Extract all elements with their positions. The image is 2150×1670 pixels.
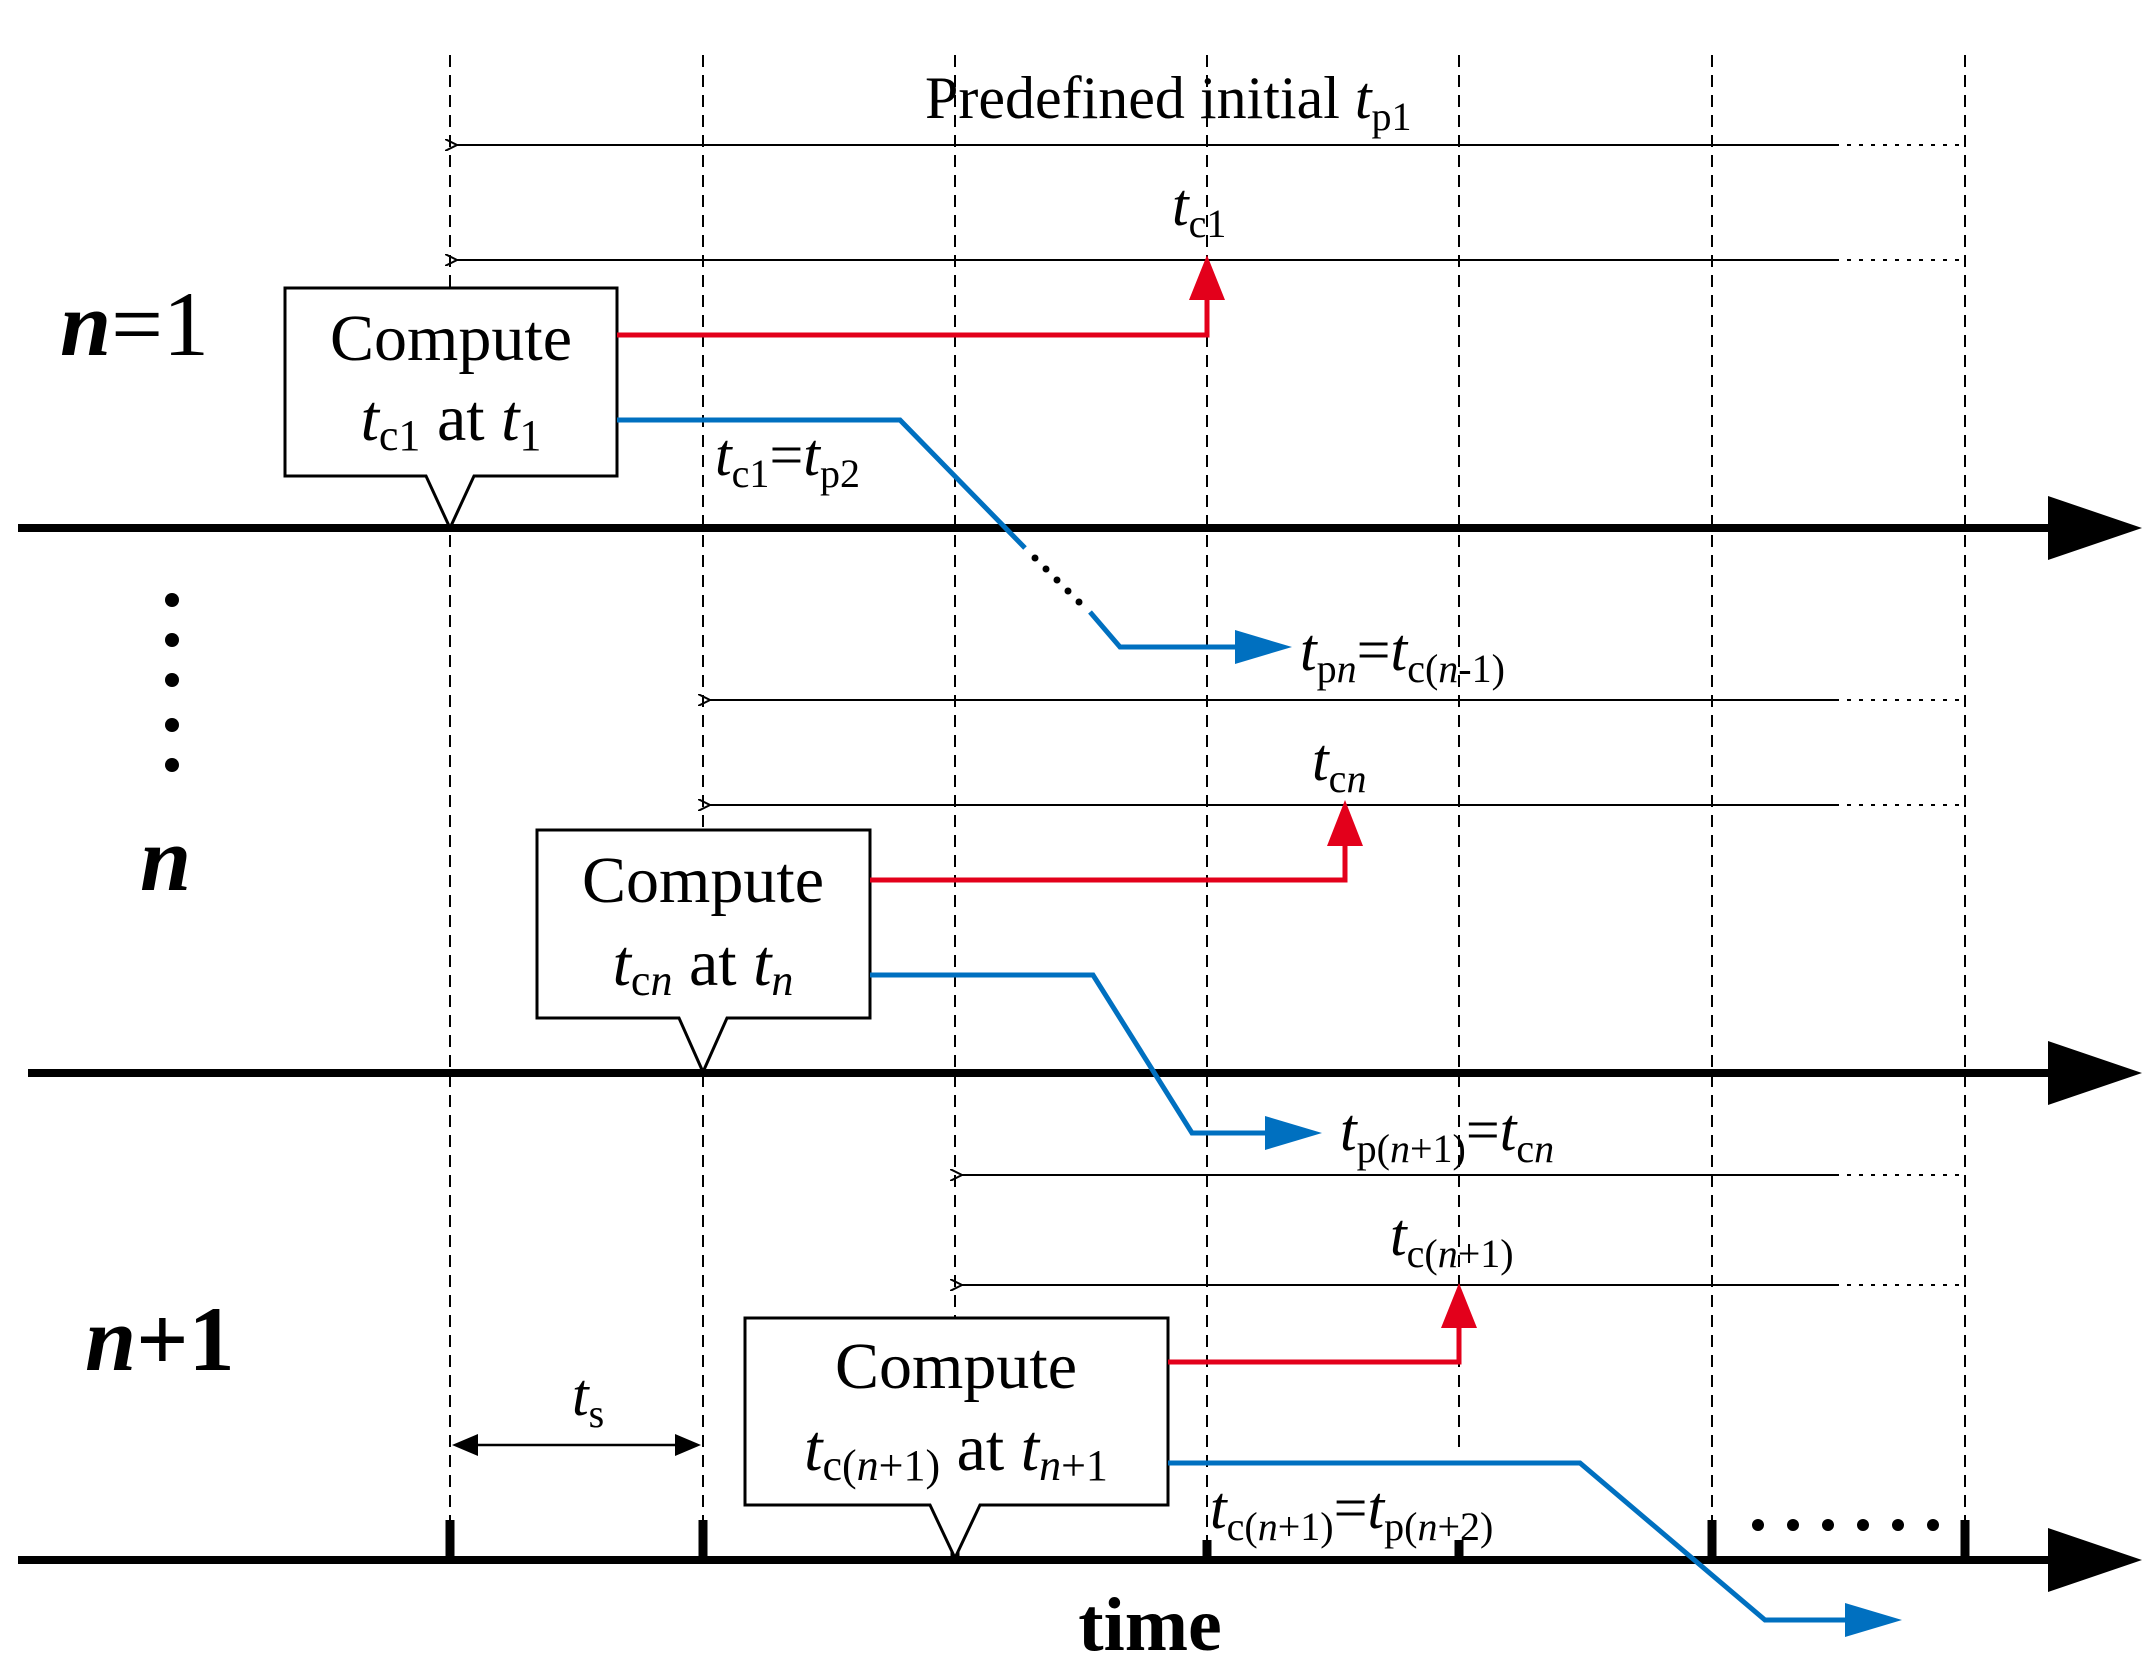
time-axes	[18, 496, 2142, 1592]
label-ts: ts	[572, 1362, 604, 1436]
time-axis-row1-arrowhead	[2048, 496, 2142, 560]
red-arrows	[617, 290, 1462, 1365]
blue-arrow-3	[1168, 1460, 1845, 1623]
compute-box-3	[743, 1316, 1170, 1562]
red-arrowhead-1	[1189, 255, 1225, 300]
blue-arrow-1a	[617, 417, 1027, 550]
horizon-arrows	[455, 145, 1965, 1285]
compute-box-1	[283, 286, 619, 532]
red-arrow-1	[617, 290, 1210, 338]
box3-line1: Compute	[835, 1330, 1077, 1403]
blue-dotted-gap	[1031, 554, 1083, 606]
time-axis-row3-arrowhead	[2048, 1528, 2142, 1592]
blue-arrowheads	[1235, 630, 1902, 1637]
label-tpn-eq-tcn-1: tpn=tc(n-1)	[1300, 617, 1505, 691]
label-tc1-eq-tp2: tc1=tp2	[715, 422, 860, 496]
box1-line2: tc1 at t1	[361, 382, 542, 460]
row-label-n-plus-1: n+1	[85, 1288, 235, 1390]
red-arrow-2	[870, 835, 1348, 883]
row-label-n1: n=1	[60, 273, 209, 375]
box3-line2: tc(n+1) at tn+1	[804, 1412, 1108, 1490]
label-tcn: tcn	[1312, 727, 1366, 801]
vertical-ellipsis	[165, 593, 179, 772]
label-tcn1-eq-tpn2: tc(n+1)=tp(n+2)	[1210, 1475, 1493, 1549]
compute-box-2	[535, 828, 872, 1076]
red-arrow-3	[1168, 1318, 1462, 1365]
blue-arrow-1b	[1088, 610, 1245, 650]
blue-arrowhead-2	[1265, 1116, 1322, 1150]
axis-label-time: time	[1078, 1583, 1221, 1667]
blue-arrowhead-3	[1845, 1603, 1902, 1637]
blue-arrowhead-1	[1235, 630, 1292, 664]
time-axis-row2-arrowhead	[2048, 1041, 2142, 1105]
axis-continuation-dots	[1752, 1519, 1939, 1531]
blue-arrow-2	[870, 972, 1265, 1136]
label-tpn1-eq-tcn: tp(n+1)=tcn	[1340, 1097, 1554, 1171]
red-arrowhead-3	[1441, 1283, 1477, 1328]
box2-line1: Compute	[582, 844, 824, 917]
row-label-n: n	[140, 808, 191, 910]
blue-arrows	[617, 417, 1845, 1623]
red-arrowheads	[1189, 255, 1477, 1328]
ts-span-arrow	[452, 1434, 701, 1456]
box1-line1: Compute	[330, 302, 572, 375]
label-predefined-initial: Predefined initial tp1	[925, 65, 1412, 139]
label-tc1: tc1	[1172, 172, 1226, 246]
box2-line2: tcn at tn	[613, 927, 794, 1005]
label-tcn1: tc(n+1)	[1390, 1202, 1514, 1276]
red-arrowhead-2	[1327, 800, 1363, 846]
